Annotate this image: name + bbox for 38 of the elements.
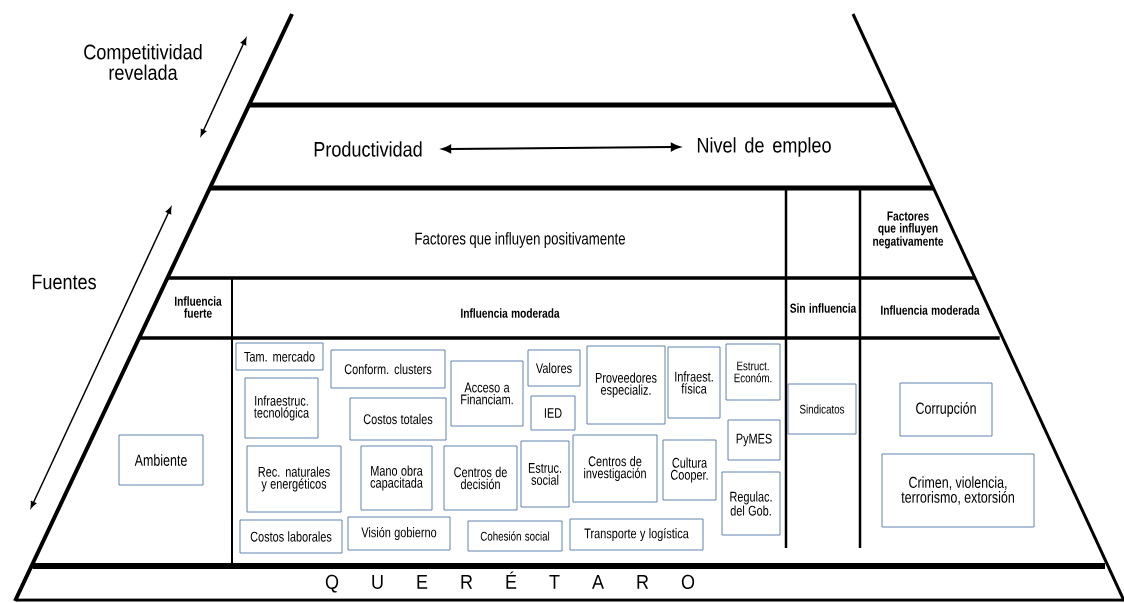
- column-header: Sin influencia: [790, 303, 857, 313]
- axis-label: Nivel de empleo: [697, 137, 831, 157]
- factor-box: Regulac. del Gob.: [721, 471, 781, 536]
- header-label: Factores que influyen positivamente: [415, 232, 625, 248]
- factor-box: Visión gobierno: [347, 516, 451, 551]
- factor-box: Estruct. Económ.: [725, 343, 781, 401]
- factor-box: Acceso a Financiam.: [450, 360, 524, 427]
- factor-box: Cultura Cooper.: [662, 439, 717, 501]
- factor-box: Infraestruc. tecnológica: [244, 377, 319, 439]
- factor-box: Valores: [527, 349, 581, 387]
- header-label: Factores que influyen negativamente: [873, 211, 944, 249]
- factor-box: Rec. naturales y energéticos: [246, 445, 342, 513]
- factor-box: Corrupción: [899, 382, 993, 437]
- factor-box: Conform. clusters: [330, 349, 446, 389]
- arrow: [441, 142, 681, 154]
- factor-box: Centros de decisión: [443, 445, 518, 511]
- axis-label: Productividad: [314, 141, 422, 157]
- axis-label: Competitividad revelada: [84, 44, 202, 80]
- factor-box: Estruc. social: [520, 440, 570, 508]
- column-header: Influencia moderada: [881, 305, 980, 315]
- factor-box: Infraest. física: [667, 346, 721, 419]
- factor-box: Crimen, violencia, terrorismo, extorsión: [881, 453, 1035, 528]
- factor-box: Sindicatos: [787, 383, 857, 435]
- base-label: Q U E R É T A R O: [325, 571, 695, 593]
- factor-box: Costos totales: [349, 397, 447, 441]
- factor-box: Centros de investigación: [572, 434, 658, 503]
- factor-box: Tam. mercado: [235, 342, 324, 371]
- column-header: Influencia moderada: [461, 308, 560, 318]
- column-header: Influencia fuerte: [175, 296, 222, 318]
- axis-label: Fuentes: [32, 274, 96, 290]
- factor-box: Ambiente: [118, 434, 204, 486]
- factor-box: Mano obra capacitada: [360, 445, 433, 511]
- factor-box: Transporte y logística: [569, 518, 704, 551]
- factor-box: Costos laborales: [239, 519, 343, 554]
- factor-box: Cohesión social: [467, 520, 563, 552]
- factor-box: IED: [530, 395, 576, 431]
- factor-box: Proveedores especializ.: [586, 345, 666, 425]
- factor-box: PyMES: [727, 419, 781, 461]
